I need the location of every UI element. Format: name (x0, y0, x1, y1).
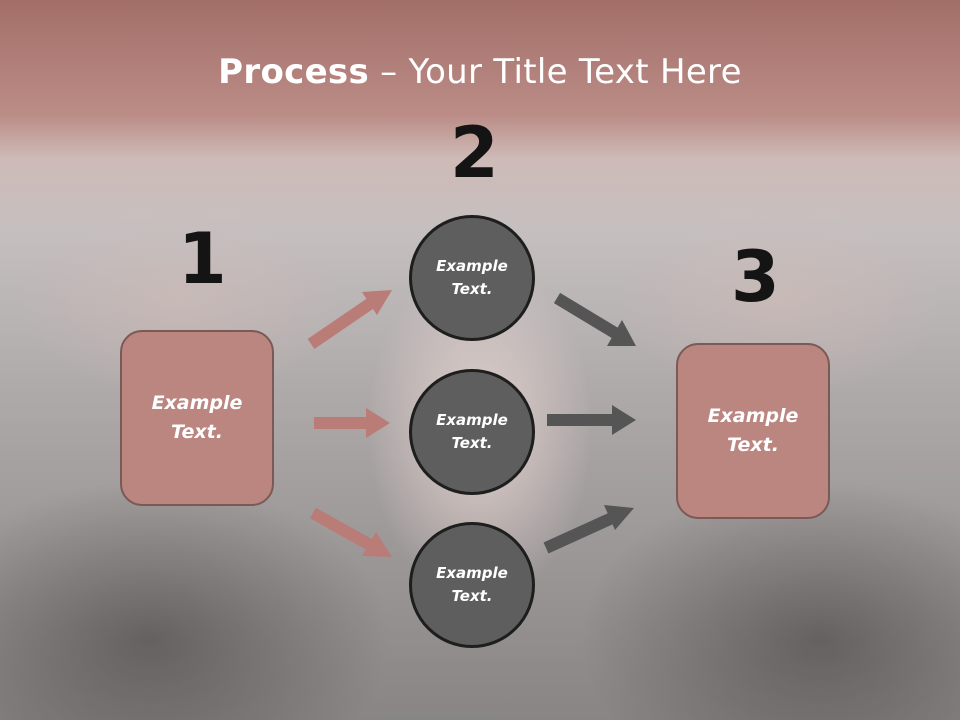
slide-title: Process – Your Title Text Here (0, 52, 960, 92)
arrow-from-middle-circle (547, 405, 636, 435)
step-2-circle-bottom: Example Text. (409, 522, 535, 648)
step-number-2: 2 (450, 112, 499, 194)
step-1-box: Example Text. (120, 330, 274, 506)
step-number-1: 1 (178, 218, 227, 300)
step-3-box: Example Text. (676, 343, 830, 519)
step-3-text: Example Text. (707, 405, 799, 456)
arrow-to-top-circle (307, 290, 392, 349)
step-1-text: Example Text. (151, 392, 243, 443)
step-2-circle-top: Example Text. (409, 215, 535, 341)
circle-top-text: Example Text. (436, 257, 508, 298)
step-number-3: 3 (731, 236, 780, 318)
circle-middle-text: Example Text. (436, 411, 508, 452)
step-2-circle-middle: Example Text. (409, 369, 535, 495)
arrow-from-bottom-circle (543, 505, 634, 554)
arrow-to-bottom-circle (310, 507, 392, 557)
title-rest: – Your Title Text Here (369, 52, 742, 92)
title-bold: Process (218, 52, 370, 92)
arrow-to-middle-circle (314, 408, 390, 438)
arrow-from-top-circle (553, 292, 636, 346)
circle-bottom-text: Example Text. (436, 564, 508, 605)
